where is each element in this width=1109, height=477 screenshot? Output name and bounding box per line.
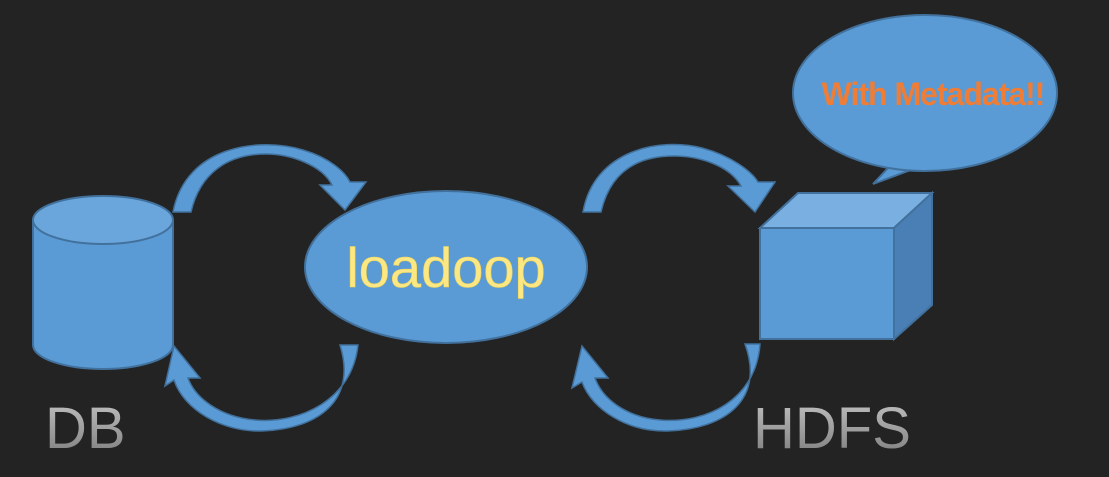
processor-label: loadoop <box>346 236 545 299</box>
loadoop-node: loadoop <box>304 190 588 344</box>
db-cylinder-icon <box>32 195 174 370</box>
metadata-callout: With Metadata!! <box>792 14 1058 185</box>
callout-bubble <box>792 14 1058 172</box>
arrow-db-to-loadoop <box>172 144 368 213</box>
arrow-loadoop-to-hdfs <box>582 143 777 214</box>
db-label: DB <box>45 396 126 461</box>
arrow-loadoop-to-db <box>163 344 359 432</box>
hdfs-cube-icon <box>757 190 935 342</box>
arrow-hdfs-to-loadoop <box>570 343 761 432</box>
hdfs-label: HDFS <box>753 396 911 461</box>
callout-text: With Metadata!! <box>822 76 1045 112</box>
